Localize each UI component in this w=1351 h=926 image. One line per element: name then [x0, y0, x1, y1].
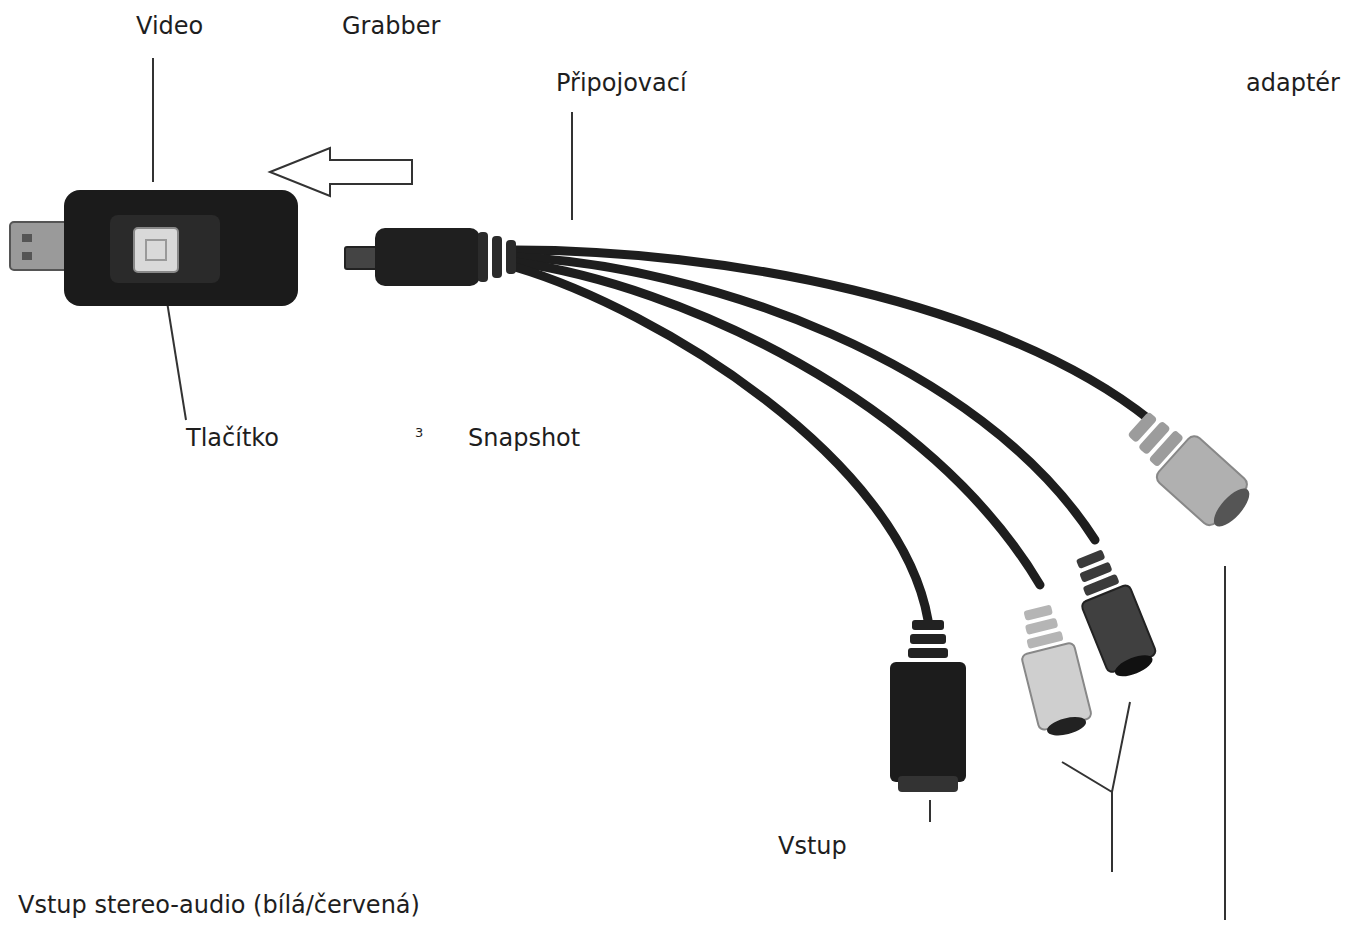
mini-usb-plug: [345, 228, 516, 286]
cables: [515, 250, 1150, 620]
part-label: adaptér: [1246, 70, 1340, 96]
part-label: Snapshot: [468, 425, 580, 451]
leader-lines: [153, 58, 1225, 920]
part-label: Video: [136, 13, 203, 39]
part-label: Vstup stereo-audio (bílá/červená): [18, 892, 420, 918]
s-video-plug: [890, 620, 966, 792]
direction-arrow: [270, 148, 412, 196]
grey-connector: [1118, 401, 1259, 537]
callout-number: 3: [415, 426, 423, 440]
part-label: Grabber: [342, 13, 440, 39]
part-label: Tlačítko: [186, 425, 279, 451]
part-label: Připojovací: [556, 70, 687, 96]
usb-grabber: [10, 190, 298, 306]
white-rca: [1011, 601, 1095, 740]
part-label: Vstup: [778, 833, 847, 859]
